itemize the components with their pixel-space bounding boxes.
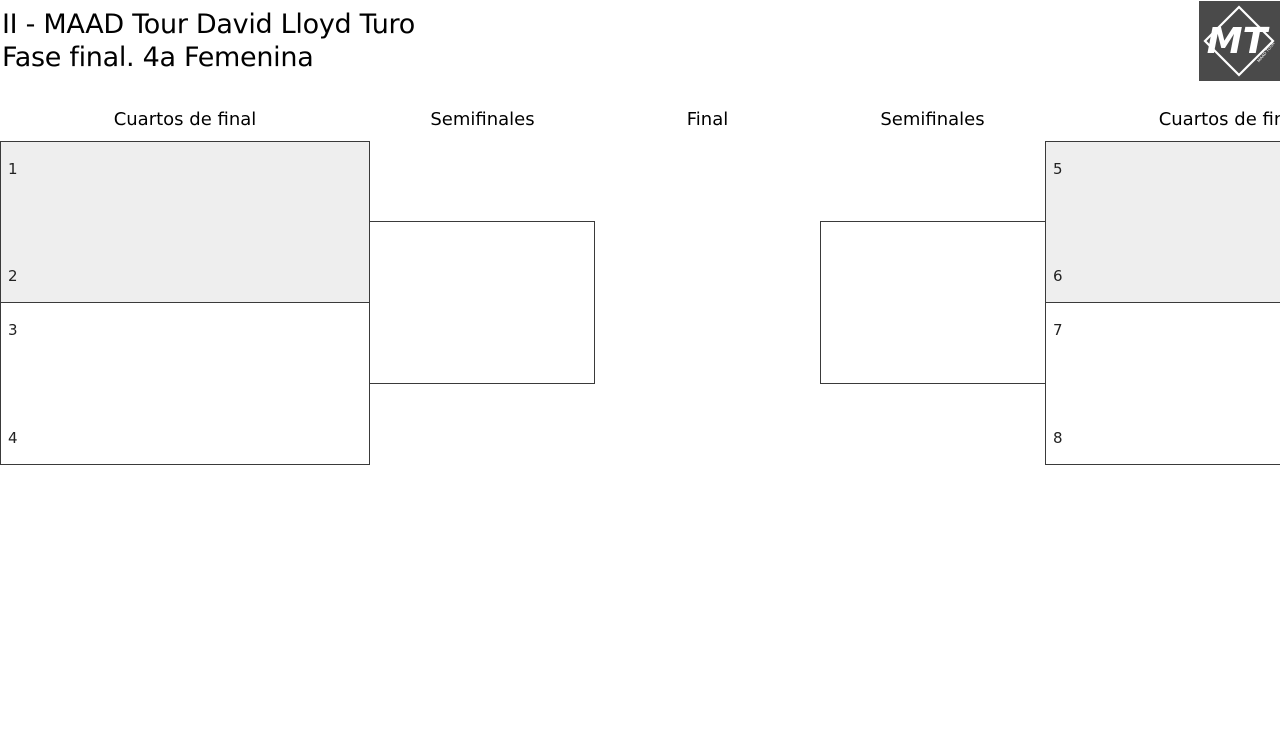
round-header-right-quarterfinals: Cuartos de final	[1158, 109, 1280, 130]
seed-label: 6	[1053, 267, 1063, 285]
seed-label: 8	[1053, 429, 1063, 447]
page-title: II - MAAD Tour David Lloyd Turo	[2, 9, 415, 40]
round-header-left-semifinals: Semifinales	[430, 109, 535, 130]
seed-label: 7	[1053, 321, 1063, 339]
seed-label: 2	[8, 267, 18, 285]
seed-label: 4	[8, 429, 18, 447]
logo-text: MT	[1207, 21, 1270, 62]
left-quarterfinal-match-2[interactable]: 3 4	[0, 302, 370, 465]
right-quarterfinal-match-1[interactable]: 5 6	[1045, 141, 1280, 303]
maad-tour-logo: MT MAAD TOUR	[1199, 1, 1280, 81]
round-header-right-semifinals: Semifinales	[880, 109, 985, 130]
page-subtitle: Fase final. 4a Femenina	[2, 42, 314, 73]
right-quarterfinal-match-2[interactable]: 7 8	[1045, 302, 1280, 465]
right-semifinal-match[interactable]	[820, 221, 1046, 384]
seed-label: 5	[1053, 160, 1063, 178]
logo-mark-icon: MT MAAD TOUR	[1203, 5, 1276, 77]
left-quarterfinal-match-1[interactable]: 1 2	[0, 141, 370, 303]
round-header-left-quarterfinals: Cuartos de final	[113, 109, 257, 130]
seed-label: 3	[8, 321, 18, 339]
round-header-final: Final	[686, 109, 729, 130]
seed-label: 1	[8, 160, 18, 178]
left-semifinal-match[interactable]	[369, 221, 595, 384]
